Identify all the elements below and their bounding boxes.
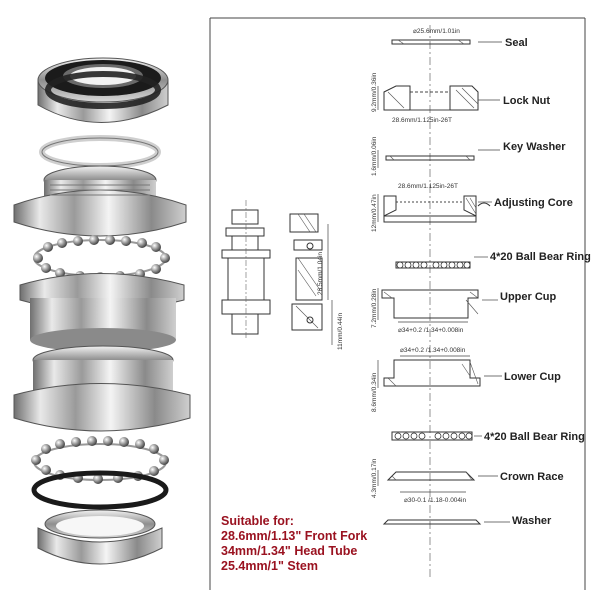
- seal-dimension: ⌀25.6mm/1.01in: [413, 28, 460, 35]
- adjusting-core-height: 12mm/0.47in: [371, 194, 378, 232]
- label-ball-ring-lower: 4*20 Ball Bear Ring: [484, 431, 585, 443]
- key-washer-drawing: [377, 150, 475, 168]
- lock-nut-width: 28.6mm/1.125in-26T: [392, 117, 452, 124]
- label-seal: Seal: [505, 37, 528, 49]
- upper-cup-height: 7.2mm/0.28in: [371, 288, 378, 328]
- label-crown-race: Crown Race: [500, 471, 564, 483]
- photo-adjusting-core: [13, 165, 187, 237]
- lock-nut-height: 9.2mm/0.36in: [371, 72, 378, 112]
- ball-ring-upper-drawing: [395, 261, 471, 269]
- label-adjusting-core: Adjusting Core: [494, 197, 573, 209]
- lower-cup-width: ⌀34+0.2 /1.34+0.008in: [400, 347, 466, 354]
- headset-photo: [13, 57, 191, 565]
- lower-cup-drawing: ⌀34+0.2 /1.34+0.008in: [377, 347, 481, 388]
- label-ball-ring-upper: 4*20 Ball Bear Ring: [490, 251, 591, 263]
- photo-washer: [31, 470, 169, 510]
- adjusting-core-width: 28.6mm/1.125in-26T: [398, 183, 458, 190]
- label-washer: Washer: [512, 515, 552, 527]
- photo-lower-cup: [13, 345, 191, 432]
- photo-key-washer: [39, 135, 161, 169]
- lock-nut-drawing: [377, 85, 479, 111]
- assembly-dim-upper: 26.5mm/1.04in: [317, 252, 324, 295]
- crown-race-width: ⌀30-0.1 /1.18-0.004in: [404, 497, 466, 504]
- photo-ball-ring-upper: [33, 235, 170, 282]
- compatibility-note: Suitable for: 28.6mm/1.13" Front Fork 34…: [221, 514, 367, 574]
- upper-cup-drawing: [377, 288, 479, 323]
- assembly-dim-lower: 11mm/0.44in: [337, 313, 344, 350]
- compatibility-fork: 28.6mm/1.13" Front Fork: [221, 529, 368, 543]
- photo-lock-nut: [37, 57, 169, 123]
- crown-race-height: 4.3mm/0.17in: [371, 458, 378, 498]
- label-upper-cup: Upper Cup: [500, 291, 557, 303]
- seal-drawing: [391, 39, 471, 45]
- label-lower-cup: Lower Cup: [504, 371, 561, 383]
- lower-cup-height: 8.6mm/0.34in: [371, 372, 378, 412]
- washer-drawing: [382, 519, 482, 525]
- exploded-diagram: 26.5mm/1.04in 11mm/0.44in ⌀25.6mm/1.01in…: [209, 17, 591, 590]
- ball-ring-lower-drawing: [391, 431, 473, 441]
- photo-upper-cup: [19, 273, 185, 352]
- assembly-drawing: [221, 200, 333, 345]
- compatibility-stem: 25.4mm/1" Stem: [221, 559, 318, 573]
- key-washer-height: 1.6mm/0.06in: [371, 136, 378, 176]
- crown-race-drawing: [377, 470, 476, 493]
- adjusting-core-drawing: 28.6mm/1.125in-26T: [377, 183, 491, 223]
- label-key-washer: Key Washer: [503, 141, 566, 153]
- label-lock-nut: Lock Nut: [503, 95, 550, 107]
- compatibility-heading: Suitable for:: [221, 514, 294, 528]
- upper-cup-width: ⌀34+0.2 /1.34+0.008in: [398, 327, 464, 334]
- compatibility-head-tube: 34mm/1.34" Head Tube: [221, 544, 358, 558]
- photo-crown-race: [37, 509, 163, 565]
